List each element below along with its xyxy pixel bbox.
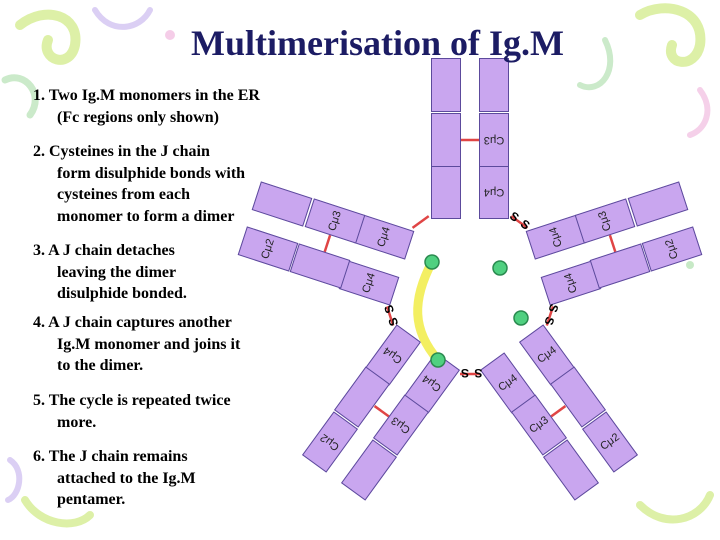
cmu-domain-label: Cμ4 bbox=[420, 372, 444, 395]
swirl bbox=[92, 7, 153, 30]
cmu-domain-label: Cμ3 bbox=[596, 209, 615, 233]
cmu-domain-label: Cμ4 bbox=[496, 372, 520, 395]
step-3: 3. A J chain detaches leaving the dimer … bbox=[33, 242, 187, 302]
cmu-domain-label: Cμ3 bbox=[526, 414, 551, 437]
cmu-domain bbox=[431, 58, 461, 112]
disulphide-label: S S bbox=[540, 302, 562, 328]
swirl bbox=[635, 3, 706, 67]
swirl bbox=[636, 491, 714, 524]
cmu-domain-label: Cμ4 bbox=[360, 270, 379, 295]
cmu-domain-label: Cμ4 bbox=[535, 344, 559, 367]
cmu-domain bbox=[627, 181, 688, 227]
cmu-domain: Cμ4 bbox=[479, 165, 509, 219]
cmu-domain: Cμ2 bbox=[237, 226, 298, 273]
cmu-domain bbox=[431, 165, 461, 219]
swirl bbox=[577, 37, 614, 91]
cmu-domain: Cμ3 bbox=[304, 198, 366, 244]
swirl bbox=[15, 9, 81, 65]
swirl bbox=[21, 496, 94, 528]
dot bbox=[686, 261, 694, 269]
intra-ss-bond bbox=[550, 405, 567, 418]
cmu-domain-label: Cμ3 bbox=[483, 134, 505, 146]
disulphide-label: S S bbox=[381, 302, 402, 328]
inter-ss-bond bbox=[545, 306, 555, 326]
cmu-domain-label: Cμ2 bbox=[663, 237, 682, 262]
cmu-domain-label: Cμ4 bbox=[546, 225, 565, 249]
cmu-domain: Cμ3 bbox=[479, 113, 509, 167]
cmu-domain-label: Cμ2 bbox=[598, 430, 622, 453]
intra-ss-bond bbox=[323, 234, 332, 253]
swirl bbox=[1, 74, 39, 119]
page-title: Multimerisation of Ig.M bbox=[191, 23, 564, 63]
dot bbox=[165, 30, 175, 40]
cmu-domain bbox=[589, 243, 651, 290]
swirl bbox=[5, 457, 23, 503]
cmu-domain-label: Cμ3 bbox=[389, 414, 414, 437]
step-5: 5. The cycle is repeated twice more. bbox=[33, 392, 231, 431]
cmu-domain bbox=[289, 243, 351, 290]
swirl bbox=[687, 87, 711, 138]
step-1: 1. Two Ig.M monomers in the ER (Fc regio… bbox=[33, 87, 260, 126]
cmu-domain-label: Cμ2 bbox=[258, 237, 277, 262]
inter-ss-bond bbox=[411, 215, 430, 229]
inter-ss-bond bbox=[385, 306, 395, 326]
cmu-domain: Cμ3 bbox=[574, 198, 636, 244]
cmu-domain-label: Cμ4 bbox=[561, 270, 580, 295]
intra-ss-bond bbox=[608, 234, 617, 253]
cmu-domain bbox=[252, 181, 313, 227]
cmu-domain-label: Cμ4 bbox=[483, 186, 505, 198]
cmu-domain-label: Cμ4 bbox=[381, 344, 405, 367]
cmu-domain-label: Cμ3 bbox=[325, 209, 344, 233]
disulphide-label: S S bbox=[460, 366, 483, 380]
step-2: 2. Cysteines in the J chain form disulph… bbox=[33, 143, 246, 225]
cmu-domain-label: Cμ2 bbox=[318, 430, 342, 453]
cmu-domain-label: Cμ4 bbox=[375, 225, 394, 249]
cmu-domain bbox=[479, 58, 509, 112]
cmu-domain bbox=[431, 113, 461, 167]
intra-ss-bond bbox=[373, 405, 390, 418]
step-6: 6. The J chain remains attached to the I… bbox=[33, 448, 196, 508]
cmu-domain: Cμ2 bbox=[642, 226, 703, 273]
step-4: 4. A J chain captures another Ig.M monom… bbox=[33, 314, 241, 374]
inter-ss-bond bbox=[510, 215, 529, 229]
